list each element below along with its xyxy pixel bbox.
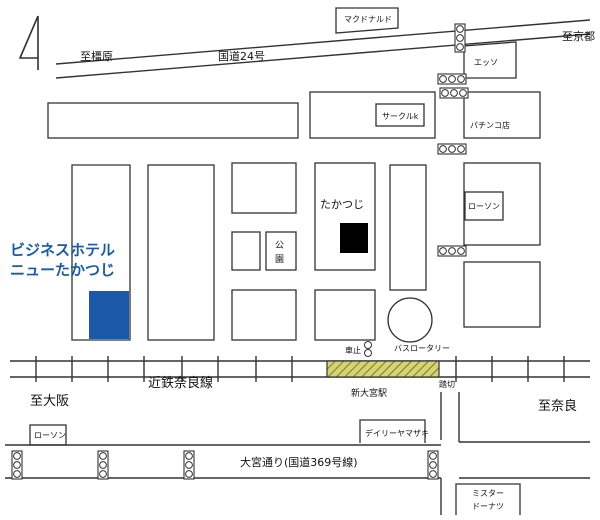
lawson-west-label: ローソン [34, 431, 66, 440]
traffic-signal-icon [437, 245, 467, 257]
mcdonalds-label: マクドナルド [344, 15, 392, 24]
bus-rotary [387, 297, 433, 343]
traffic-signal-icon [427, 450, 439, 480]
traffic-signal-icon [183, 450, 195, 480]
kintetsu-nara-line [10, 356, 590, 382]
to-nara-label: 至奈良 [538, 398, 577, 414]
north-arrow-icon [18, 15, 39, 70]
to-kyoto-label: 至京都 [562, 29, 595, 43]
hotel-name-line1: ビジネスホテル [10, 241, 115, 259]
traffic-signal-icon [11, 450, 23, 480]
upper-left-block [47, 102, 299, 139]
crossing-label: 踏切 [439, 379, 455, 389]
circle-k-label: サークルk [382, 112, 419, 121]
hotel-name-line2: ニューたかつじ [10, 261, 115, 279]
takatsuji-building [340, 223, 368, 253]
park-label-2: 園 [275, 254, 284, 265]
esso-station [463, 41, 517, 79]
takatsuji-label: たかつじ [320, 198, 364, 211]
mister-donut-label-1: ミスター [472, 489, 504, 498]
circle-k-building [375, 103, 425, 127]
middle-left-block [147, 164, 215, 341]
park-label-1: 公 [275, 240, 284, 251]
traffic-signal-icon [437, 143, 467, 155]
hotel-building [89, 291, 129, 339]
station-label: 新大宮駅 [351, 387, 387, 399]
omiya-dori-label: 大宮通り(国道369号線) [240, 455, 358, 469]
to-osaka-label: 至大阪 [30, 394, 69, 409]
route-24-road [55, 19, 591, 79]
daily-yamazaki-building [359, 419, 426, 443]
traffic-signal-icon [437, 73, 467, 85]
pachinko-block [463, 91, 541, 139]
traffic-signal-icon [439, 87, 469, 99]
esso-label: エッソ [474, 58, 498, 67]
traffic-signal-icon [454, 23, 466, 53]
block-south-of-takatsuji [314, 289, 376, 341]
takatsuji-block [314, 162, 376, 271]
omiya-dori-road [5, 441, 590, 515]
pachinko-label: パチンコ店 [470, 120, 510, 130]
south-east-block [463, 261, 541, 328]
car-stop-icon [364, 341, 372, 357]
route24-label: 国道24号 [218, 49, 265, 63]
mister-donut-building [455, 483, 521, 515]
mister-donut-label-2: ドーナツ [472, 502, 504, 511]
shin-omiya-station [326, 360, 440, 378]
daily-yamazaki-label: デイリーヤマザキ [365, 428, 429, 438]
narrow-east-block [389, 164, 427, 291]
to-kashihara-label: 至橿原 [80, 50, 113, 63]
block-south-of-park [231, 289, 297, 341]
mcdonalds-building [335, 7, 399, 34]
car-stop-label: 車止 [345, 345, 361, 355]
block-north-of-park [231, 162, 297, 214]
small-block-west-of-park [231, 231, 261, 271]
lawson-east-label: ローソン [468, 202, 500, 211]
park [265, 231, 297, 271]
crossing-road [440, 392, 460, 442]
railway-label: 近鉄奈良線 [148, 375, 213, 391]
lawson-east-building [464, 191, 504, 221]
traffic-signal-icon [97, 450, 109, 480]
bus-rotary-label: バスロータリー [394, 344, 450, 353]
